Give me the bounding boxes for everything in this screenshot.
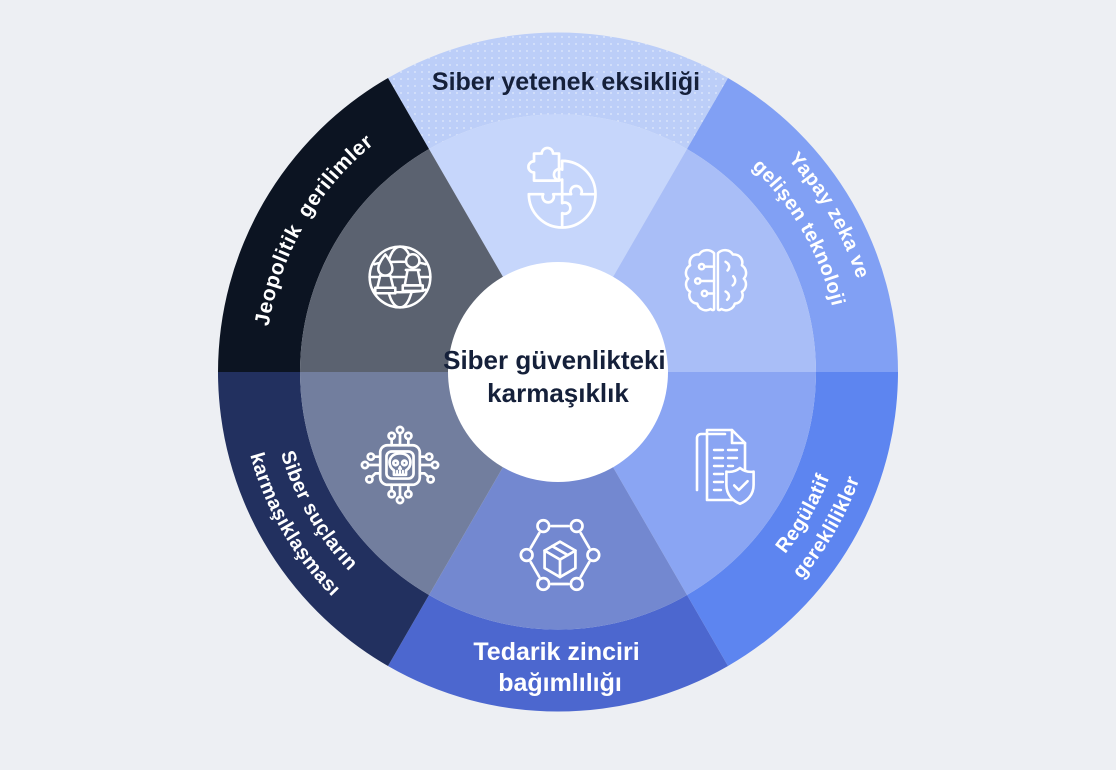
segment-ring-yapay-zeka	[687, 78, 898, 372]
supply-cube-icon	[519, 518, 601, 592]
segment-label-siber-yetenek: Siber yetenek eksikliği	[432, 68, 700, 96]
segment-ring-regulatif	[687, 372, 898, 666]
segment-inner-siber-yetenek	[429, 114, 687, 372]
segment-ring-siber-suclar	[218, 372, 429, 666]
segment-ring-jeopolitik	[218, 78, 429, 372]
center-circle	[448, 262, 668, 482]
globe-chess-icon	[368, 245, 432, 309]
chip-skull-icon	[360, 425, 440, 505]
document-shield-icon	[695, 428, 755, 506]
center-title: Siber güvenlikteki karmaşıklık	[443, 345, 673, 408]
brain-circuit-icon	[684, 248, 748, 312]
puzzle-icon	[527, 146, 597, 229]
segment-ring-tedarik	[388, 595, 728, 712]
segment-label-tedarik: Tedarik zinciri bağımlılığı	[473, 638, 646, 697]
segment-inner-tedarik	[429, 372, 687, 630]
segment-ring-siber-yetenek-dots	[388, 32, 728, 149]
